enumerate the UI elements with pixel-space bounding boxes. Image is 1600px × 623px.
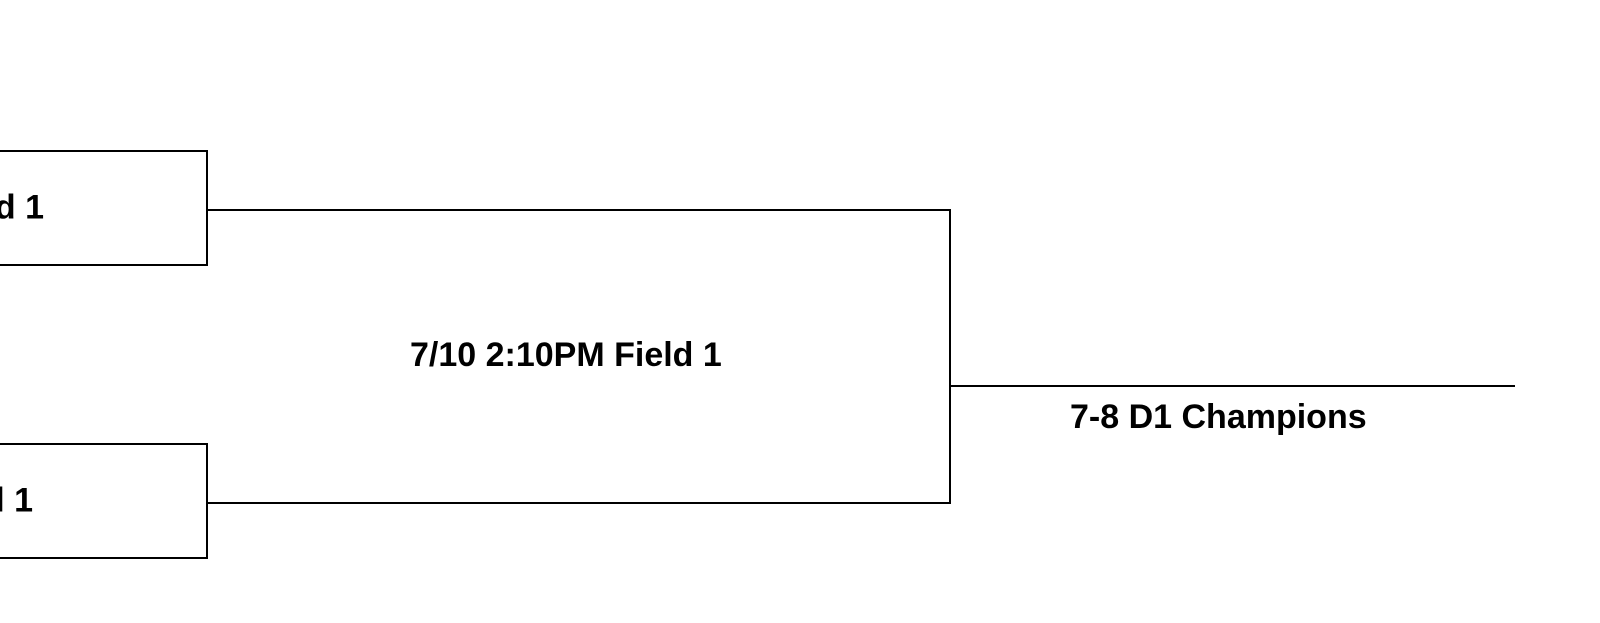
bracket-entry-bottom: l 1	[0, 443, 208, 559]
winner-line	[949, 385, 1515, 387]
bracket-entry-top: d 1	[0, 150, 208, 266]
connector-bottom-horizontal	[208, 502, 951, 504]
match-label: 7/10 2:10PM Field 1	[410, 336, 722, 374]
connector-top-horizontal	[208, 209, 951, 211]
bracket-entry-top-label: d 1	[0, 188, 44, 227]
connector-vertical	[949, 209, 951, 504]
bracket-entry-bottom-label: l 1	[0, 481, 33, 520]
winner-label: 7-8 D1 Champions	[1070, 398, 1367, 436]
